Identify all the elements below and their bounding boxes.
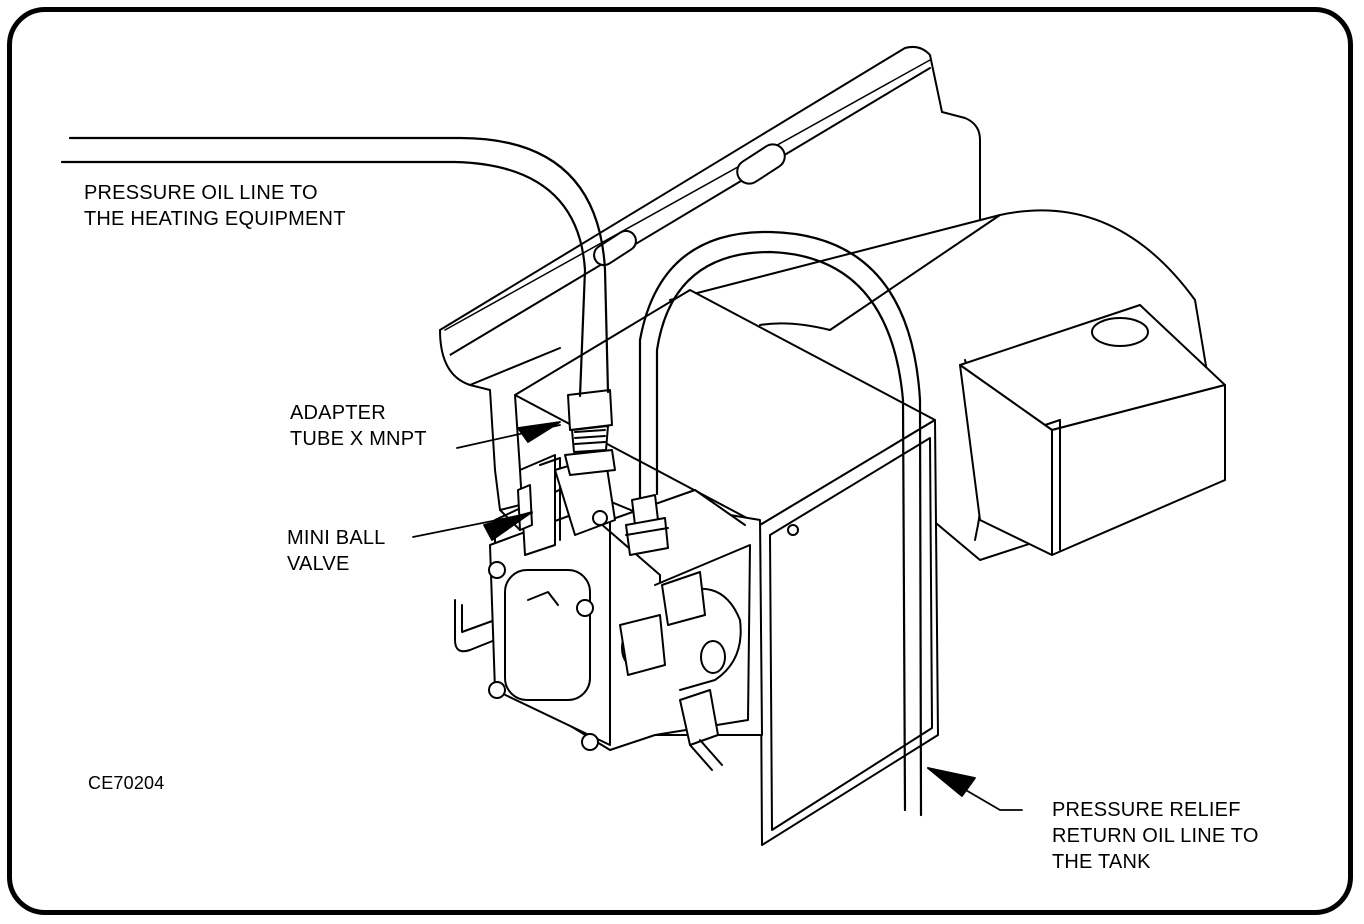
knockout-hole xyxy=(1091,317,1149,347)
pump-body xyxy=(488,484,763,771)
valve-label-line2: VALVE xyxy=(287,553,350,575)
cover-bolt xyxy=(488,681,506,699)
cover-bolt xyxy=(581,733,599,751)
return-line-label: PRESSURE RELIEF RETURN OIL LINE TO THE T… xyxy=(1052,797,1259,875)
adapter-label: ADAPTER TUBE X MNPT xyxy=(290,400,427,452)
pump-port xyxy=(700,640,726,674)
adapter-fitting xyxy=(564,389,616,476)
cover-bolt xyxy=(488,561,506,579)
adapter-label-line2: TUBE X MNPT xyxy=(290,428,427,450)
pressure-line-label: PRESSURE OIL LINE TO THE HEATING EQUIPME… xyxy=(84,180,346,232)
return-fitting xyxy=(625,494,669,556)
valve-arrow xyxy=(483,511,533,541)
pressure-line-label-line1: PRESSURE OIL LINE TO xyxy=(84,182,318,204)
return-line-label-line1: PRESSURE RELIEF xyxy=(1052,799,1241,821)
mounting-bracket xyxy=(439,45,981,653)
cover-bolt xyxy=(576,599,594,617)
pressure-line-label-line2: THE HEATING EQUIPMENT xyxy=(84,208,346,230)
return-arrow xyxy=(927,767,976,797)
return-oil-line xyxy=(638,230,923,817)
valve-label: MINI BALL VALVE xyxy=(287,525,386,577)
bracket-slot-upper xyxy=(736,143,786,185)
housing-screw xyxy=(787,524,799,536)
valve-label-line1: MINI BALL xyxy=(287,527,386,549)
pressure-oil-line xyxy=(60,136,610,398)
motor-housing xyxy=(514,289,939,846)
adapter-label-line1: ADAPTER xyxy=(290,402,386,424)
junction-box xyxy=(959,304,1226,556)
return-line-label-line2: RETURN OIL LINE TO xyxy=(1052,825,1259,847)
figure-id: CE70204 xyxy=(88,773,165,793)
pump-cover-plate xyxy=(504,569,591,701)
adapter-arrow xyxy=(517,421,561,443)
return-line-label-line3: THE TANK xyxy=(1052,851,1151,873)
callout-leaders xyxy=(412,421,1023,811)
